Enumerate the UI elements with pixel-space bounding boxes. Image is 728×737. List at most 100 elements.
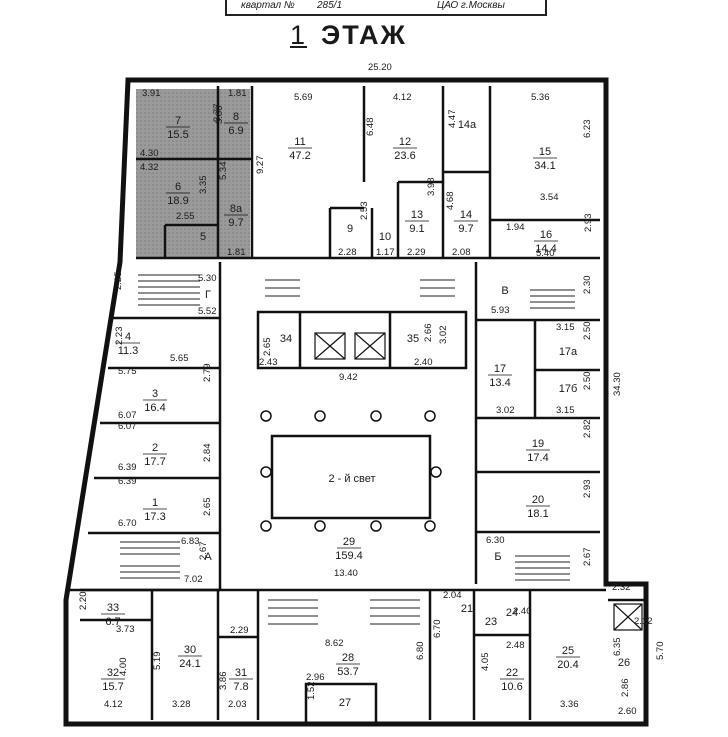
stairs	[120, 274, 575, 625]
room-number: 3	[152, 388, 158, 400]
room-area: 17.4	[527, 452, 548, 464]
room-number: 22	[506, 667, 518, 679]
room-area: 47.2	[289, 150, 310, 162]
room-area: 7.8	[233, 681, 248, 693]
room-area: 11.3	[118, 345, 139, 357]
dimension-label: 6.83	[181, 536, 200, 547]
room-number: 26	[618, 657, 630, 669]
dimension-label: 3.91	[142, 88, 161, 99]
dimension-label: 3.98	[426, 178, 437, 197]
district-label: ЦАО г.Москвы	[437, 0, 505, 11]
room-area: 6.9	[228, 125, 243, 137]
room-number: 34	[280, 333, 292, 345]
dimension-label: 2.93	[582, 480, 593, 499]
room-area: 13.4	[489, 377, 510, 389]
dimension-label: 3.02	[438, 326, 449, 345]
dimension-label: 4.12	[393, 92, 412, 103]
room-area: 20.4	[557, 659, 578, 671]
dimension-label: 2.29	[230, 625, 249, 636]
stair-main-lobby	[265, 279, 455, 297]
dimension-label: 2.28	[338, 247, 357, 258]
room-number: Б	[494, 551, 501, 563]
room-number: 32	[107, 667, 119, 679]
dimension-label: 2.82	[582, 420, 593, 439]
room-area: 18.1	[527, 508, 548, 520]
room-area: 53.7	[337, 666, 358, 678]
elevator-shaft-26	[613, 603, 643, 631]
room-area: 24.1	[179, 658, 200, 670]
room-area: 17.3	[144, 511, 165, 523]
room-area: 9.1	[409, 223, 424, 235]
dimension-label: 2.25	[113, 272, 124, 291]
room-number: 30	[184, 644, 196, 656]
dimension-label: 5.65	[170, 353, 189, 364]
dimension-label: 3.15	[556, 405, 575, 416]
dimension-label: 2.55	[176, 211, 195, 222]
dimension-label: 2.96	[306, 672, 325, 683]
title-block: квартал № 285/1 ЦАО г.Москвы	[225, 0, 547, 16]
room-number: 21	[461, 603, 473, 615]
stair-g	[138, 274, 200, 306]
room-labels: 715.586.9618.98a9.751147.21223.614a1534.…	[101, 111, 630, 709]
elevator-shaft-left	[314, 332, 346, 360]
dimension-label: 2.50	[582, 322, 593, 341]
dimension-label: 5.70	[655, 642, 666, 661]
room-area: 34.1	[534, 160, 555, 172]
dimension-label: 3.73	[116, 624, 135, 635]
dimension-label: 3.36	[560, 699, 579, 710]
dimension-label: 2.04	[443, 590, 462, 601]
room-area: 15.7	[102, 681, 123, 693]
quarter-value: 285/1	[317, 0, 343, 11]
room-number: 1	[152, 497, 158, 509]
dimension-label: 2.50	[582, 372, 593, 391]
dimension-label: 6.30	[486, 535, 505, 546]
dimension-label: 5.40	[536, 248, 555, 259]
dimension-label: 3.80	[214, 106, 225, 125]
dimension-label: 2.08	[452, 247, 471, 258]
dimension-label: 4.32	[140, 162, 159, 173]
dimension-label: 6.35	[612, 638, 623, 657]
dimension-label: 13.40	[334, 568, 358, 579]
stair-v	[530, 289, 575, 309]
dimension-label: 6.48	[365, 118, 376, 137]
dimension-label: 3.77	[212, 104, 223, 123]
room-number: 7	[175, 115, 181, 127]
dimension-label: 4.05	[480, 653, 491, 672]
dimension-label: 2.60	[618, 706, 637, 717]
room-number: 16	[540, 229, 552, 241]
room-number: 15	[539, 146, 551, 158]
room-number: 12	[399, 136, 411, 148]
dimension-label: 5.93	[491, 305, 510, 316]
room-number: 6	[175, 181, 181, 193]
outer-walls	[63, 77, 649, 727]
room-area: 10.6	[501, 681, 522, 693]
dimension-label: 1.81	[228, 88, 247, 99]
columns	[260, 410, 442, 532]
room-area: 18.9	[167, 195, 188, 207]
room-number: 2	[152, 442, 158, 454]
dimension-label: 6.70	[118, 518, 137, 529]
room-area: 159.4	[335, 550, 363, 562]
room-area: 9.7	[458, 223, 473, 235]
dimension-label: 4.12	[104, 699, 123, 710]
room-number: 33	[107, 602, 119, 614]
room-area: 17.7	[144, 456, 165, 468]
dimension-label: 4.68	[445, 192, 456, 211]
dimension-label: 5.30	[198, 273, 217, 284]
dimension-label: 6.70	[432, 620, 443, 639]
room-number: В	[501, 285, 508, 297]
room-number: 14a	[458, 119, 477, 131]
dimension-label: 2.20	[78, 592, 89, 611]
room-number: 13	[411, 209, 423, 221]
dimension-label: 2.12	[634, 616, 653, 627]
room-number: 29	[343, 536, 355, 548]
room-number: 5	[200, 231, 206, 243]
room-number: 9	[347, 223, 353, 235]
dimension-label: 2.84	[202, 444, 213, 463]
dimension-label: 6.39	[118, 462, 137, 473]
dimension-label: 2.32	[612, 582, 631, 593]
dimension-label: 3.28	[172, 699, 191, 710]
quarter-label: квартал №	[241, 0, 295, 11]
dimension-label: 2.40	[414, 357, 433, 368]
dimension-label: 2.43	[259, 357, 278, 368]
